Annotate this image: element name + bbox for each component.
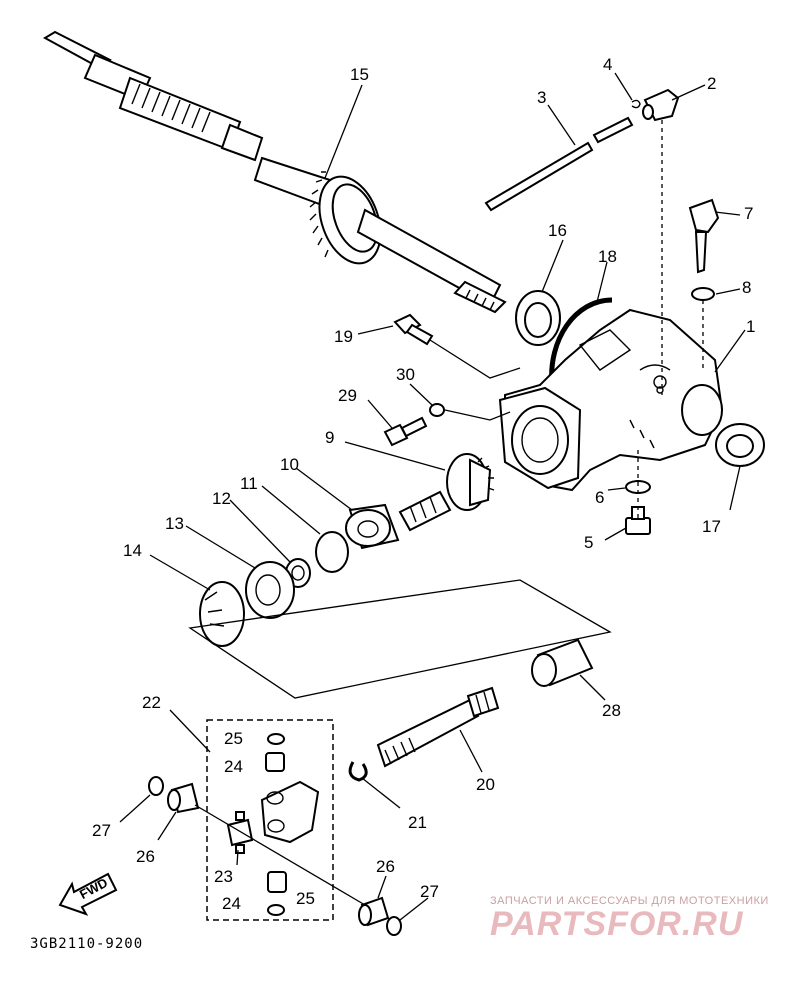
driven-shaft xyxy=(376,686,500,768)
callout-10: 10 xyxy=(280,455,299,474)
callout-8: 8 xyxy=(742,278,751,297)
callout-6: 6 xyxy=(595,488,604,507)
circlip-25-top xyxy=(267,733,285,745)
callout-26-left: 26 xyxy=(136,847,155,866)
universal-joint-group xyxy=(206,719,334,921)
callout-27-left: 27 xyxy=(92,821,111,840)
callout-labels: 1 2 3 4 5 6 7 8 9 10 11 12 13 14 15 16 1… xyxy=(92,55,755,913)
callout-27-right: 27 xyxy=(420,882,439,901)
callout-5: 5 xyxy=(584,533,593,552)
oil-seal-16 xyxy=(515,290,561,346)
drain-bolt xyxy=(625,506,651,535)
vent-bolt xyxy=(688,198,720,274)
callout-28: 28 xyxy=(602,701,621,720)
bearing-cup-bottom xyxy=(267,871,287,893)
callout-15: 15 xyxy=(350,65,369,84)
callout-7: 7 xyxy=(744,204,753,223)
bearing-13 xyxy=(245,561,295,619)
watermark: ЗАПЧАСТИ И АКСЕССУАРЫ ДЛЯ МОТОТЕХНИКИ PA… xyxy=(490,895,769,943)
callout-29: 29 xyxy=(338,386,357,405)
bolt-29 xyxy=(383,416,428,447)
callout-26-right: 26 xyxy=(376,857,395,876)
leader-lines xyxy=(119,72,746,921)
callout-24-bottom: 24 xyxy=(222,894,241,913)
callout-30: 30 xyxy=(396,365,415,384)
callout-1: 1 xyxy=(746,317,755,336)
callout-16: 16 xyxy=(548,221,567,240)
callout-23: 23 xyxy=(214,867,233,886)
breather-hose xyxy=(484,116,634,212)
fwd-arrow-icon: FWD xyxy=(58,872,118,916)
bushing-26-left xyxy=(167,782,200,814)
o-ring xyxy=(691,287,715,301)
seal-27-right xyxy=(386,916,402,936)
drive-shaft-assembly xyxy=(42,30,507,314)
callout-17: 17 xyxy=(702,517,721,536)
callout-12: 12 xyxy=(212,489,231,508)
callout-3: 3 xyxy=(537,88,546,107)
breather-elbow xyxy=(642,88,680,122)
diagram-code: 3GB2110-9200 xyxy=(30,936,143,952)
callout-19: 19 xyxy=(334,327,353,346)
bushing-26-right xyxy=(358,896,390,927)
watermark-tagline: ЗАПЧАСТИ И АКСЕССУАРЫ ДЛЯ МОТОТЕХНИКИ xyxy=(490,895,769,907)
bolt-19 xyxy=(393,313,434,346)
circlip-25-bottom xyxy=(267,904,285,916)
bearing-cup-top xyxy=(265,752,285,772)
alignment-lines xyxy=(188,120,704,906)
callout-22: 22 xyxy=(142,693,161,712)
pinion-gear xyxy=(398,453,495,532)
callout-25-bottom: 25 xyxy=(296,889,315,908)
spider-cross xyxy=(226,811,254,854)
boot-sleeve xyxy=(531,638,594,687)
hose-clip xyxy=(631,99,641,109)
cover-14 xyxy=(199,581,245,647)
callout-20: 20 xyxy=(476,775,495,794)
callout-18: 18 xyxy=(598,247,617,266)
yoke xyxy=(260,780,320,844)
callout-2: 2 xyxy=(707,74,716,93)
seal-27-left xyxy=(148,776,164,796)
callout-4: 4 xyxy=(603,55,612,74)
circlip-18 xyxy=(549,297,613,386)
o-ring-11 xyxy=(315,531,349,573)
watermark-logo: PARTSFOR.RU xyxy=(490,905,744,943)
callout-24-top: 24 xyxy=(224,757,243,776)
bearing-10 xyxy=(345,503,400,550)
callout-14: 14 xyxy=(123,541,142,560)
callout-25-top: 25 xyxy=(224,729,243,748)
callout-21: 21 xyxy=(408,813,427,832)
washer-30 xyxy=(429,403,445,417)
oil-seal-17 xyxy=(715,423,765,467)
gear-housing xyxy=(498,308,724,492)
callout-9: 9 xyxy=(325,428,334,447)
callout-11: 11 xyxy=(240,474,258,493)
callout-13: 13 xyxy=(165,514,184,533)
circlip-21 xyxy=(348,761,368,782)
